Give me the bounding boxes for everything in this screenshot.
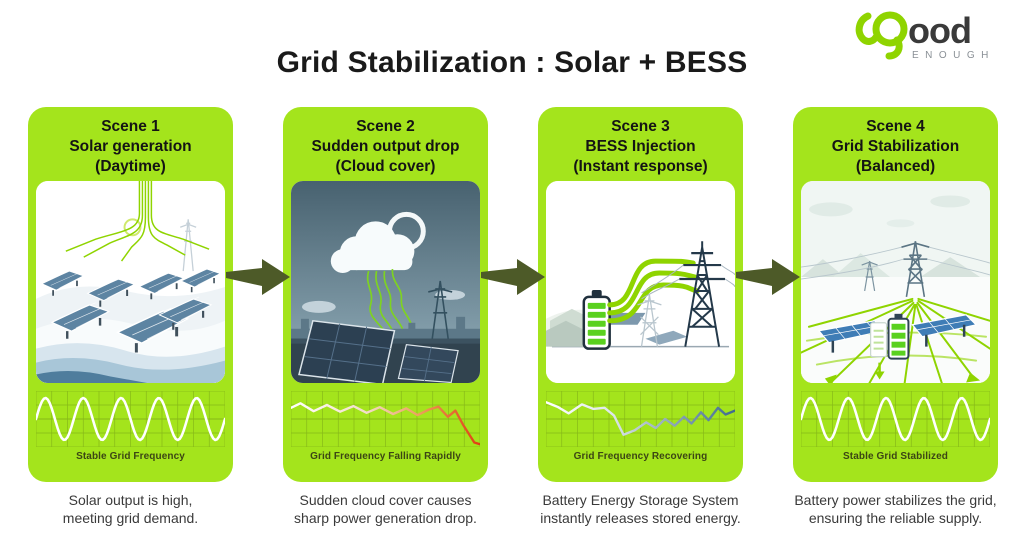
scene4-subtitle: Grid Stabilization bbox=[831, 137, 960, 155]
large-pylon-icon bbox=[901, 241, 930, 298]
scene3-card: Scene 3 BESS Injection (Instant response… bbox=[538, 107, 743, 482]
scene3-column: Scene 3 BESS Injection (Instant response… bbox=[538, 107, 743, 527]
scene3-label: Scene 3 bbox=[611, 118, 670, 135]
scene3-chart-caption: Grid Frequency Recovering bbox=[573, 451, 708, 463]
scene4-column: Scene 4 Grid Stabilization (Balanced) bbox=[793, 107, 998, 527]
page-title: Grid Stabilization : Solar + BESS bbox=[276, 46, 748, 79]
falling-energy-lines bbox=[366, 269, 413, 332]
scene2-description: Sudden cloud cover causes sharp power ge… bbox=[294, 492, 477, 527]
scene1-label: Scene 1 bbox=[101, 118, 160, 135]
scene2-qualifier: (Cloud cover) bbox=[335, 157, 436, 175]
scene3-heading: Scene 3 BESS Injection (Instant response… bbox=[546, 117, 735, 176]
sun-icon bbox=[123, 218, 142, 237]
cloud-icon bbox=[330, 221, 415, 274]
scene2-chart-caption: Grid Frequency Falling Rapidly bbox=[310, 451, 461, 463]
scene2-heading: Scene 2 Sudden output drop (Cloud cover) bbox=[291, 117, 480, 176]
stabilized-grid-illustration bbox=[801, 181, 990, 384]
scene2-illustration-box bbox=[291, 181, 480, 384]
brand-q-icon bbox=[855, 11, 908, 60]
scene4-frequency-chart bbox=[801, 391, 990, 448]
small-pylon-icon bbox=[861, 261, 878, 292]
solar-panel-right bbox=[911, 314, 978, 348]
battery-icon bbox=[582, 290, 611, 351]
scene1-column: Scene 1 Solar generation (Daytime) bbox=[28, 107, 233, 527]
scene4-qualifier: (Balanced) bbox=[855, 157, 936, 175]
flow-arrow-2 bbox=[481, 259, 545, 295]
scene4-chart-caption: Stable Grid Stabilized bbox=[843, 451, 948, 463]
scene-columns: Scene 1 Solar generation (Daytime) bbox=[28, 107, 998, 527]
scene3-qualifier: (Instant response) bbox=[573, 157, 708, 175]
scene4-illustration-box bbox=[801, 181, 990, 384]
scene2-card: Scene 2 Sudden output drop (Cloud cover) bbox=[283, 107, 488, 482]
brand-tagline: ENOUGH bbox=[912, 50, 995, 61]
scene1-frequency-chart bbox=[36, 391, 225, 448]
scene3-illustration-box bbox=[546, 181, 735, 384]
scene4-heading: Scene 4 Grid Stabilization (Balanced) bbox=[801, 117, 990, 176]
cloud-cover-illustration bbox=[291, 181, 480, 384]
bess-injection-illustration bbox=[546, 181, 735, 384]
scene2-subtitle: Sudden output drop bbox=[311, 137, 460, 155]
scene1-card: Scene 1 Solar generation (Daytime) bbox=[28, 107, 233, 482]
brand-logo: ood ENOUGH bbox=[855, 10, 995, 61]
scene3-frequency-chart bbox=[546, 391, 735, 448]
solar-farm-illustration bbox=[36, 181, 225, 384]
scene4-label: Scene 4 bbox=[866, 118, 925, 135]
scene2-frequency-chart bbox=[291, 391, 480, 448]
scene2-label: Scene 2 bbox=[356, 118, 415, 135]
scene1-qualifier: (Daytime) bbox=[95, 157, 166, 175]
energy-flow-lines bbox=[65, 181, 210, 263]
scene1-illustration-box bbox=[36, 181, 225, 384]
brand-logo-text: ood bbox=[908, 10, 971, 51]
power-lines bbox=[801, 247, 990, 280]
scene3-subtitle: BESS Injection bbox=[585, 137, 696, 155]
scene4-description: Battery power stabilizes the grid, ensur… bbox=[794, 492, 997, 527]
scene3-description: Battery Energy Storage System instantly … bbox=[540, 492, 741, 527]
injection-cables bbox=[607, 259, 700, 324]
transmission-tower-icon bbox=[679, 241, 726, 348]
down-arrow-icon bbox=[874, 363, 885, 380]
battery-icon bbox=[870, 314, 910, 361]
scene1-chart-caption: Stable Grid Frequency bbox=[76, 451, 185, 463]
scene1-description: Solar output is high, meeting grid deman… bbox=[62, 492, 199, 527]
scene1-heading: Scene 1 Solar generation (Daytime) bbox=[36, 117, 225, 176]
pylon-icon bbox=[428, 281, 453, 340]
small-pylon-icon bbox=[637, 295, 662, 348]
scene2-column: Scene 2 Sudden output drop (Cloud cover) bbox=[283, 107, 488, 527]
flow-arrow-1 bbox=[226, 259, 290, 295]
scene1-subtitle: Solar generation bbox=[69, 137, 192, 155]
dark-solar-panels bbox=[298, 320, 459, 384]
power-lines bbox=[641, 265, 735, 300]
scene4-card: Scene 4 Grid Stabilization (Balanced) bbox=[793, 107, 998, 482]
flow-arrow-3 bbox=[736, 259, 800, 295]
